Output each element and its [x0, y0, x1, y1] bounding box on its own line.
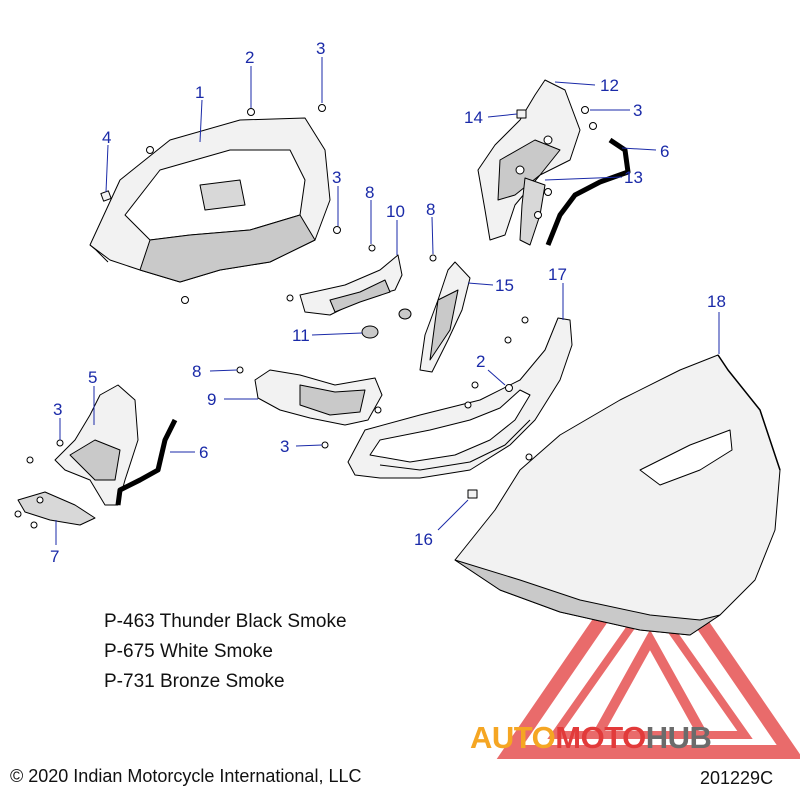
callout-16: 16: [414, 530, 433, 549]
watermark-wordmark: AUTOMOTOHUB: [470, 720, 712, 755]
callout-3: 3: [633, 101, 642, 120]
callout-7: 7: [50, 547, 59, 566]
callout-15: 15: [495, 276, 514, 295]
part-small-bracket: [519, 177, 546, 246]
watermark-part-auto: AUTO: [470, 720, 556, 755]
part-headlight-frame: [347, 317, 573, 479]
part-grommet-secondary: [398, 308, 412, 320]
watermark-part-hub: HUB: [645, 720, 712, 755]
callout-3: 3: [332, 168, 341, 187]
callout-8: 8: [426, 200, 435, 219]
part-clip-14: [516, 109, 527, 119]
copyright-text: © 2020 Indian Motorcycle International, …: [10, 766, 362, 786]
watermark-logo: [496, 535, 800, 759]
callout-10: 10: [386, 202, 405, 221]
part-inner-fairing: [89, 117, 331, 283]
part-right-upper-bracket: [477, 79, 581, 241]
part-trim-strip-upper: [545, 137, 631, 246]
fasteners: [14, 104, 597, 529]
legend-line-2: P-675 White Smoke: [104, 641, 273, 662]
callout-14: 14: [464, 108, 483, 127]
callout-13: 13: [624, 168, 643, 187]
callout-2: 2: [245, 48, 254, 67]
part-trim-strip-lower: [115, 418, 178, 506]
part-mount-bracket: [299, 254, 403, 316]
legend-line-1: P-463 Thunder Black Smoke: [104, 611, 347, 632]
callout-4: 4: [102, 128, 111, 147]
callout-1: 1: [195, 83, 204, 102]
callout-6: 6: [199, 443, 208, 462]
callout-3: 3: [316, 39, 325, 58]
part-grommet: [361, 325, 379, 339]
callout-12: 12: [600, 76, 619, 95]
callout-8: 8: [365, 183, 374, 202]
legend-line-3: P-731 Bronze Smoke: [104, 671, 285, 692]
callout-18: 18: [707, 292, 726, 311]
part-outer-fairing: [454, 354, 781, 636]
leader-lines: [55, 57, 720, 545]
callout-17: 17: [548, 265, 567, 284]
drawing-id: 201229C: [700, 768, 774, 788]
callout-2: 2: [476, 352, 485, 371]
callout-6: 6: [660, 142, 669, 161]
part-left-lower-bracket: [54, 384, 139, 506]
callout-3: 3: [280, 437, 289, 456]
callout-8: 8: [192, 362, 201, 381]
part-clip-16: [467, 489, 478, 499]
callout-5: 5: [88, 368, 97, 387]
part-lower-bracket: [254, 369, 383, 426]
part-vertical-support: [419, 261, 471, 373]
callout-labels: 1 2 2 3 3 3 3 3 4 5 6 6 7 8 8 8 9 10 11 …: [50, 39, 726, 566]
watermark-part-moto: MOTO: [555, 720, 646, 755]
callout-9: 9: [207, 390, 216, 409]
callout-3: 3: [53, 400, 62, 419]
callout-11: 11: [292, 326, 310, 345]
